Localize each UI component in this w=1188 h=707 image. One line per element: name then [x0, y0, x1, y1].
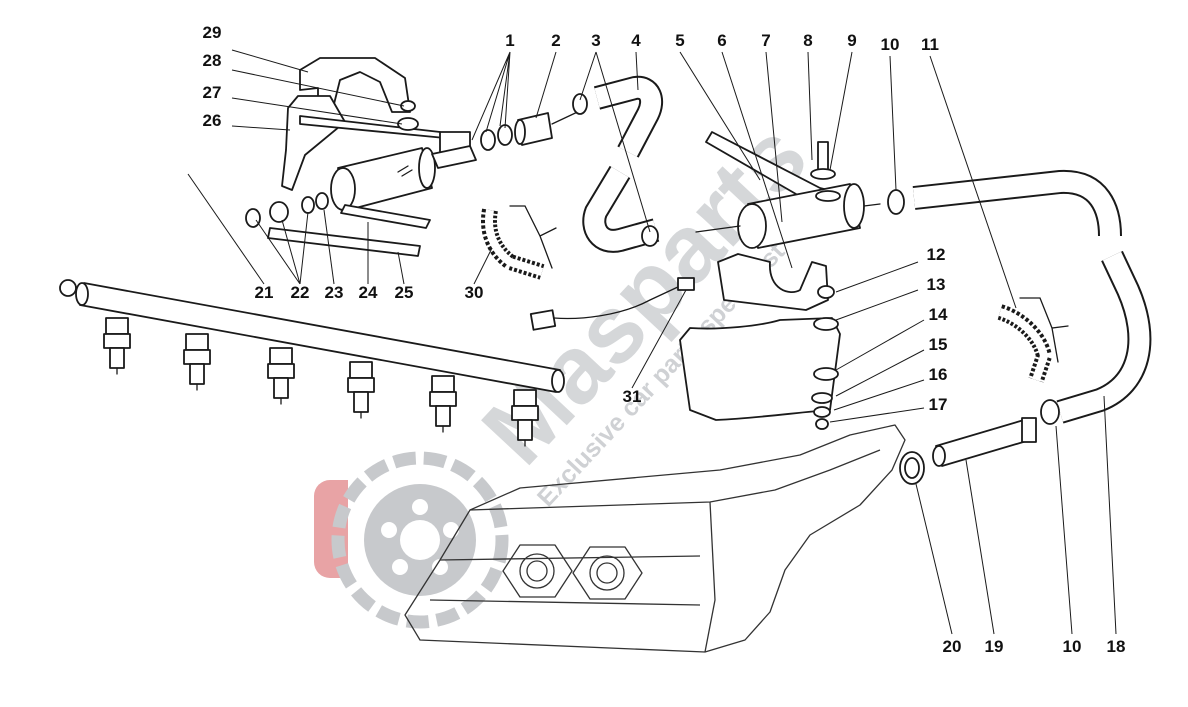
fuel-hose-upper	[582, 75, 664, 253]
fuel-pump	[695, 183, 881, 249]
engine-block	[404, 424, 906, 653]
callout-label: 30	[465, 283, 484, 302]
engine-port-left	[502, 544, 573, 598]
callout-label: 19	[985, 637, 1004, 656]
callout-label: 1	[505, 31, 514, 50]
fuel-injector	[183, 333, 211, 391]
callout-label: 20	[943, 637, 962, 656]
callout-label: 26	[203, 111, 222, 130]
callout-label: 23	[325, 283, 344, 302]
callout-label: 25	[395, 283, 414, 302]
banjo-fitting	[514, 93, 588, 146]
fuel-rail	[75, 282, 565, 393]
callout-label: 21	[255, 283, 274, 302]
callout-label: 10	[1063, 637, 1082, 656]
callout-label: 5	[675, 31, 684, 50]
fuel-injector	[429, 375, 457, 433]
callout-label: 29	[203, 23, 222, 42]
engine-port-right	[572, 546, 643, 600]
callout-label: 15	[929, 335, 948, 354]
leader-lines	[187, 49, 1117, 635]
fuel-injector	[511, 389, 539, 447]
callout-label: 24	[359, 283, 378, 302]
return-hose	[887, 169, 1152, 425]
callout-label: 31	[623, 387, 642, 406]
fuel-injector	[103, 317, 131, 375]
callout-labels: 1 2 3 4 5 6 7 8 9 10 11 12 13 14 15 16 1…	[203, 23, 1126, 656]
callout-label: 27	[203, 83, 222, 102]
filter-clamp-strip	[267, 204, 431, 257]
callout-label: 7	[761, 31, 770, 50]
callout-label: 22	[291, 283, 310, 302]
fuel-injectors	[103, 317, 539, 447]
callout-label: 10	[881, 35, 900, 54]
callout-label: 12	[927, 245, 946, 264]
corrugated-hose-left	[481, 205, 557, 280]
callout-label: 28	[203, 51, 222, 70]
fuel-injector	[347, 361, 375, 419]
callout-label: 13	[927, 275, 946, 294]
callout-label: 11	[921, 35, 939, 54]
callout-label: 3	[591, 31, 600, 50]
callout-label: 6	[717, 31, 726, 50]
pump-mounting-bolt	[810, 141, 841, 202]
callout-label: 4	[631, 31, 641, 50]
callout-label: 2	[551, 31, 560, 50]
pump-cradle	[679, 253, 841, 430]
callout-label: 9	[847, 31, 856, 50]
pressure-regulator	[431, 124, 513, 169]
callout-label: 14	[929, 305, 948, 324]
callout-label: 8	[803, 31, 812, 50]
brake-disc-icon	[314, 451, 509, 629]
corrugated-hose-right	[997, 297, 1069, 383]
callout-label: 16	[929, 365, 948, 384]
fuel-feed-line	[46, 158, 265, 297]
filter-small-parts	[245, 100, 419, 228]
fuel-injector	[267, 347, 295, 405]
filler-neck-pipe	[899, 417, 1037, 485]
callout-label: 18	[1107, 637, 1126, 656]
callout-label: 17	[929, 395, 948, 414]
fuel-filter	[330, 147, 436, 211]
